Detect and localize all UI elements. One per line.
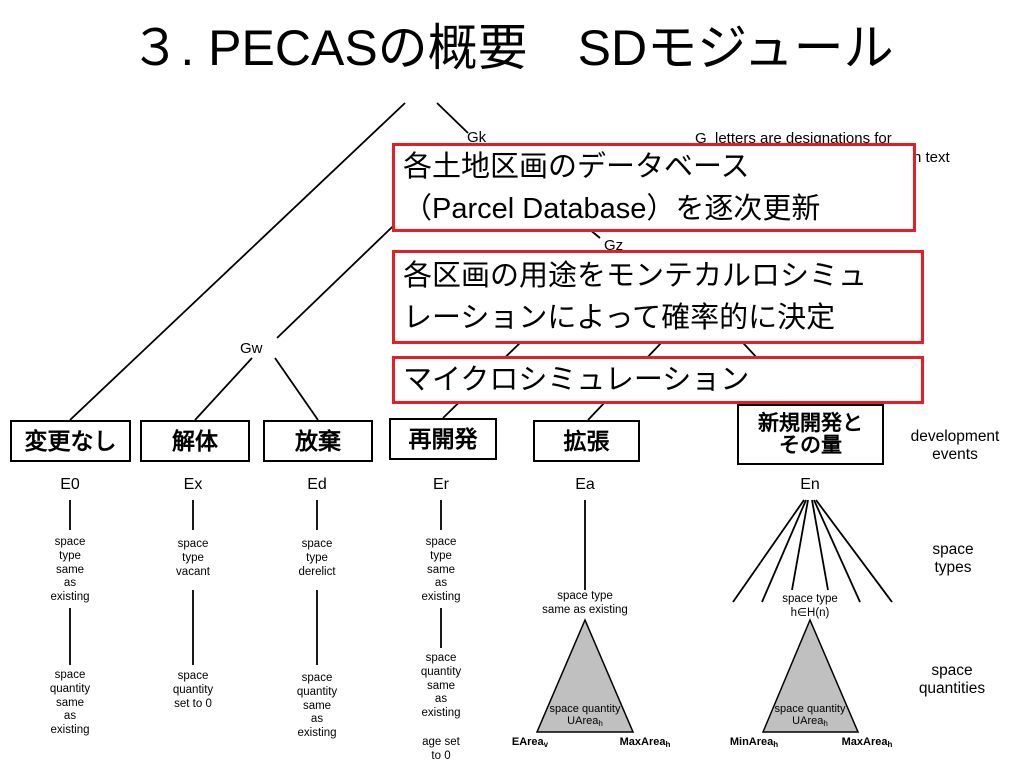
edge-gw-to-demolish [194,357,253,421]
ea-max-area: MaxAreah [610,736,680,749]
event-box-expand: 拡張 [533,420,640,462]
fan-en-5 [813,499,861,603]
event-code-en: En [800,476,820,493]
event-code-er: Er [433,476,449,493]
event-box-redevelop: 再開発 [389,418,497,460]
ex-space-type: space type vacant [176,538,210,578]
en-quantity-var-text: UArea [792,715,824,727]
fan-en-2 [761,499,807,603]
en-min-area-text: MinArea [729,736,774,748]
ea-quantity-label: space quantity [549,703,621,715]
event-code-ed: Ed [307,476,327,493]
ea-quantity-var: UAreah [535,715,635,728]
callout-microsimulation-line-1: マイクロシミュレーション [403,364,750,396]
side-label-space-types: space types [932,541,974,576]
callout-parcel-database: 各土地区画のデータベース （Parcel Database）を逐次更新 [392,143,916,232]
edge-root-to-no-change [69,102,406,421]
en-quantity-label: space quantity [774,703,846,715]
fan-en-6 [815,499,893,603]
er-space-quantity: space quantity same as existing [420,652,462,720]
en-quantity-var: UAreah [760,715,860,728]
callout-microsimulation: マイクロシミュレーション [392,356,924,404]
note-line-2: n text [913,149,950,166]
fan-en-1 [732,499,805,603]
event-box-no-change: 変更なし [10,420,131,462]
en-min-area: MinAreah [719,736,789,749]
ea-quantity-var-sub: h [598,719,603,728]
side-label-space-quantities: space quantities [918,662,986,697]
callout-parcel-database-line-1: 各土地区画のデータベース [403,150,750,183]
en-max-area: MaxAreah [832,736,902,749]
en-max-area-text: MaxArea [841,736,888,748]
ea-min-area-sub: v [543,740,549,749]
node-label-gw: Gw [240,340,263,357]
fan-en-3 [791,499,809,591]
ea-min-area: EAreav [500,736,560,749]
edge-root-to-gk [436,102,469,134]
event-code-ex: Ex [183,476,203,493]
note-line-1: G letters are designations for [695,130,892,147]
ea-min-area-text: EArea [511,736,544,748]
callout-monte-carlo-line-1: 各区画の用途をモンテカルロシミュ [403,260,868,292]
ex-space-quantity: space quantity set to 0 [172,670,214,710]
node-label-gz: Gz [604,237,624,254]
fan-en-4 [811,499,829,591]
en-max-area-sub: h [887,740,893,749]
er-age-reset: age set to 0 [422,736,460,762]
event-code-ea: Ea [575,476,595,493]
er-space-type: space type same as existing [421,536,461,604]
ed-space-quantity: space quantity same as existing [296,672,338,740]
event-box-derelict: 放棄 [263,420,373,462]
edge-gw-to-derelict [274,357,319,421]
callout-monte-carlo: 各区画の用途をモンテカルロシミュ レーションによって確率的に決定 [392,250,924,344]
node-label-gk: Gk [467,129,487,146]
e0-space-quantity: space quantity same as existing [49,669,91,737]
callout-monte-carlo-line-2: レーションによって確率的に決定 [403,302,836,334]
slide-title: ３. PECASの概要 SDモジュール [130,20,894,76]
ea-max-area-sub: h [665,740,671,749]
side-label-development-events: development events [910,428,1000,463]
event-code-e0: E0 [60,476,80,493]
ed-space-type: space type derelict [298,538,336,578]
e0-space-type: space type same as existing [50,536,90,604]
en-space-type: space type h∈H(n) [782,593,838,619]
ea-max-area-text: MaxArea [619,736,666,748]
en-min-area-sub: h [773,740,779,749]
event-box-new-development: 新規開発と その量 [737,404,884,465]
ea-space-type: space type same as existing [542,590,628,616]
en-quantity-var-sub: h [823,719,828,728]
event-box-demolish: 解体 [140,420,250,462]
callout-parcel-database-line-2: （Parcel Database）を逐次更新 [403,192,821,225]
ea-quantity-triangle [535,618,635,733]
ea-quantity-var-text: UArea [567,715,599,727]
en-quantity-triangle [761,618,860,733]
